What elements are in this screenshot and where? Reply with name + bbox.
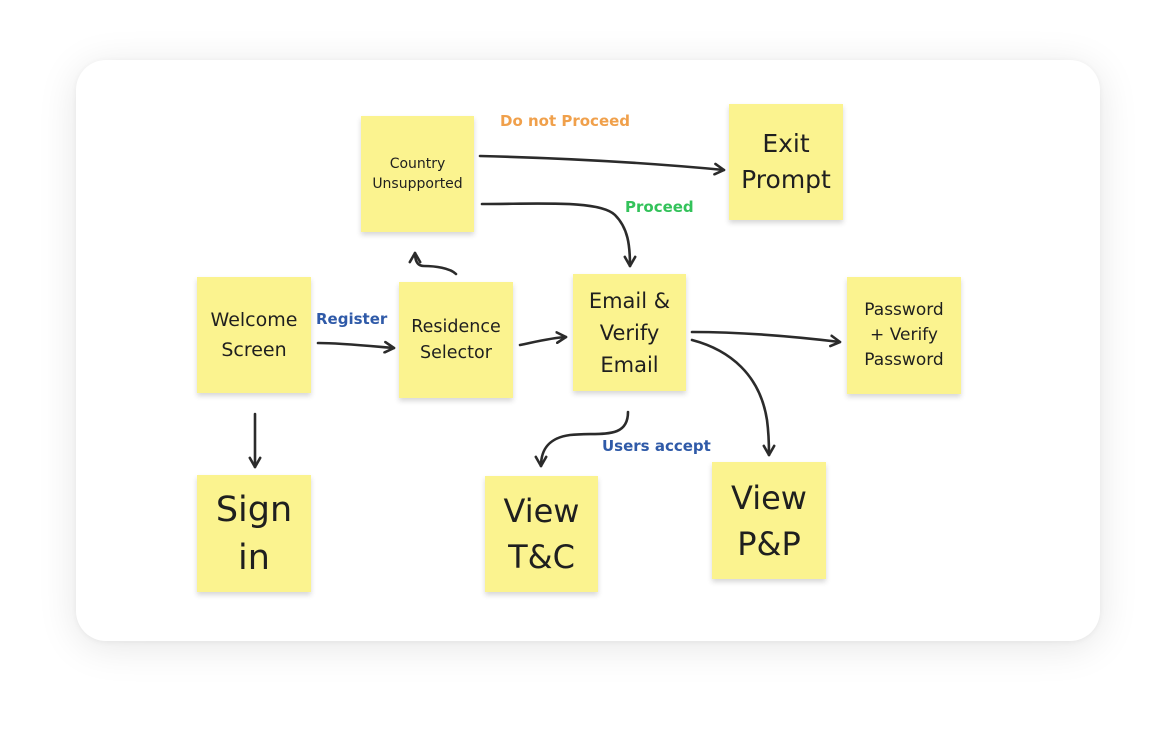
label-register: Register [316,310,388,328]
note-residence-selector[interactable]: Residence Selector [399,282,513,398]
note-view-pp[interactable]: View P&P [712,462,826,579]
arrow-email-to-view-tc[interactable] [534,410,630,468]
note-exit-prompt[interactable]: Exit Prompt [729,104,843,220]
note-country-unsupported[interactable]: Country Unsupported [361,116,474,232]
arrow-welcome-to-residence[interactable] [316,340,396,354]
label-proceed: Proceed [625,198,694,216]
note-sign-in[interactable]: Sign in [197,475,311,592]
arrow-residence-to-country[interactable] [408,251,458,276]
note-view-tc[interactable]: View T&C [485,476,598,592]
label-users-accept: Users accept [602,437,711,455]
arrow-country-to-email[interactable] [480,202,637,268]
note-password-verify[interactable]: Password + Verify Password [847,277,961,394]
arrow-email-to-view-pp[interactable] [690,338,776,457]
arrow-residence-to-email[interactable] [518,331,568,347]
note-welcome-screen[interactable]: Welcome Screen [197,277,311,393]
note-email-verify-email[interactable]: Email & Verify Email [573,274,686,391]
arrow-country-to-exit[interactable] [478,154,726,176]
label-do-not-proceed: Do not Proceed [500,112,631,130]
arrow-email-to-password[interactable] [690,330,842,348]
